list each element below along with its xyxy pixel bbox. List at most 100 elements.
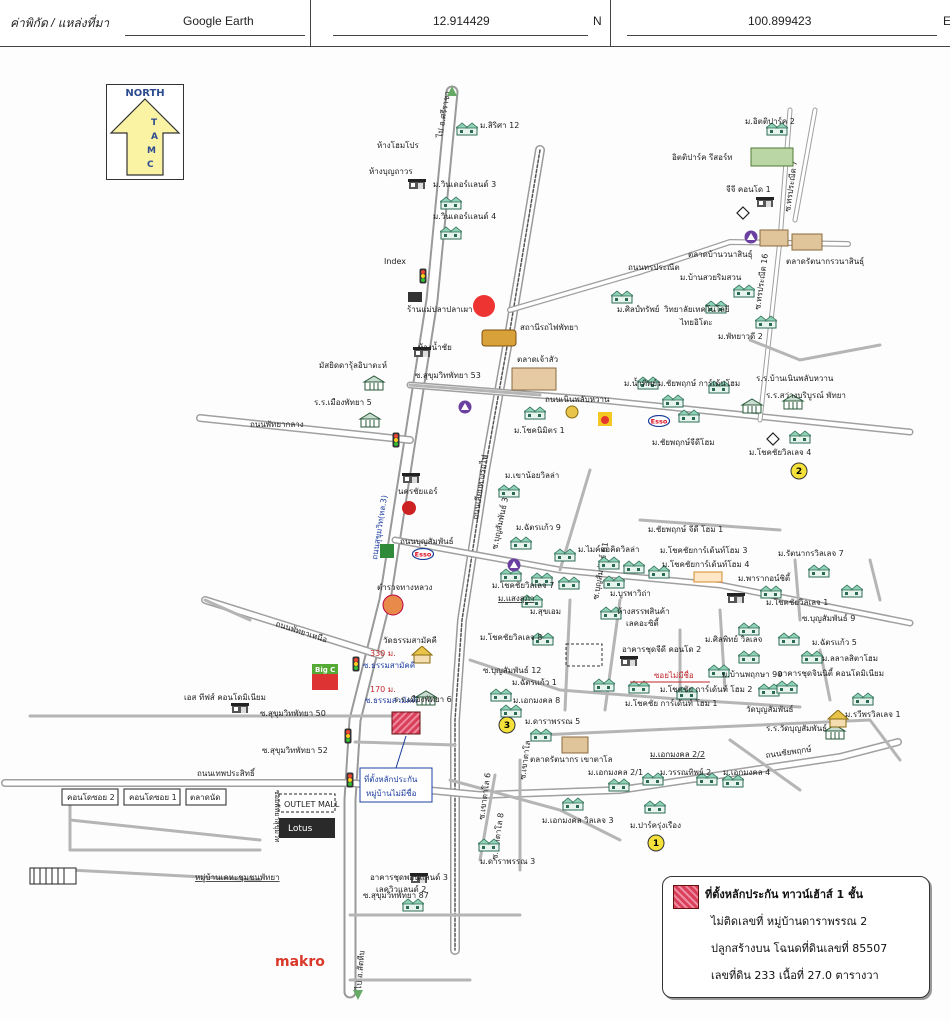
label-chaiyapruek-garden: ม.ชัยพฤกษ์ การ์เด้นโฮม bbox=[658, 378, 740, 388]
coord-label: ค่าพิกัด / แหล่งที่มา bbox=[10, 16, 110, 30]
traffic-light-icon bbox=[392, 432, 400, 448]
label-chokchai7: ม.โชคชัยวิลเลจ 7 bbox=[492, 580, 554, 590]
soi-thammasamakkhi-label: ซ.ธรรมสามัคคี 8 bbox=[365, 696, 425, 705]
diamond-icon bbox=[736, 206, 750, 220]
label-market-jaosua: ตลาดเจ้าสัว bbox=[517, 355, 558, 364]
house-icon bbox=[558, 576, 580, 590]
soi-52-label: ซ.สุขุมวิทพัทยา 52 bbox=[262, 746, 328, 755]
label-chokchai8: ม.โชคชัยวิลเลจ 8 bbox=[480, 632, 542, 642]
label-chokchai1: ม.โชคชัยวิลเลจ 1 bbox=[766, 597, 828, 607]
label-ekmongkol22: ม.เอกมงคล 2/2 bbox=[650, 750, 705, 759]
longitude-cell: 100.899423 E bbox=[611, 0, 950, 46]
label-silpa: ม.ศิลพิทย์ วิลเลจ bbox=[705, 634, 763, 644]
north-label: NORTH bbox=[125, 88, 164, 99]
label-dara5: ม.ดาราพรรณ 5 bbox=[525, 717, 580, 726]
label-index: Index bbox=[384, 257, 406, 266]
shop-icon bbox=[756, 197, 774, 207]
house-icon bbox=[776, 680, 798, 694]
label-chatkaew1: ม.ฉัตรแก้ว 1 bbox=[512, 678, 557, 687]
nernplubwan-label: ถนนเนินพลับหวาน bbox=[545, 395, 610, 404]
label-ekmongkol4: ม.เอกมงคล 4 bbox=[723, 768, 770, 777]
label-rangnern: ร้านแม่ปลาปลาเผา bbox=[407, 305, 473, 314]
khaotalo-market-photo bbox=[561, 736, 589, 754]
label-homepro: ห้างโฮมโปร bbox=[377, 140, 420, 150]
marker-2: 2 bbox=[796, 467, 802, 477]
property-note-2: หมู่บ้านไม่มีชื่อ bbox=[366, 787, 417, 799]
restaurant-icon bbox=[473, 295, 495, 317]
index-store-icon bbox=[408, 292, 422, 302]
big-c-label: Big C bbox=[315, 666, 335, 674]
number-markers: 2 3 1 bbox=[498, 462, 808, 852]
north-arrow: NORTH T A M C bbox=[106, 84, 184, 180]
market-rattana-photo bbox=[791, 233, 823, 251]
label-wat-boon: วัดบุญสัมพันธ์ bbox=[746, 704, 793, 714]
latitude-dir: N bbox=[593, 14, 602, 28]
north-letter-t: T bbox=[151, 118, 158, 128]
label-khaotalo-market: ตลาดรัตนากร เขาตาโล bbox=[530, 754, 613, 764]
outlet-mall-label: OUTLET MALL bbox=[284, 800, 340, 809]
soi-87-label: ซ.สุขุมวิทพัทยา 87 bbox=[363, 891, 429, 900]
sukhumvit-side-label: ซอยพัทยาสุขุมวิท bbox=[273, 790, 281, 843]
label-itipark-resort: อิตติปาร์ค รีสอร์ท bbox=[672, 152, 733, 162]
house-icon bbox=[500, 568, 522, 582]
road-network bbox=[1, 85, 914, 999]
label-jcondo: จีจี คอนโด 1 bbox=[726, 184, 771, 194]
soi-50-label: ซ.สุขุมวิทพัทยา 50 bbox=[260, 709, 326, 718]
house-icon bbox=[562, 797, 584, 811]
label-mosque: มัสยิดดารุ้ลอิบาดะห์ bbox=[319, 360, 387, 370]
label-market-rattana: ตลาดรัตนากรวนาสินธุ์ bbox=[786, 256, 864, 266]
label-train-station: สถานีรถไฟพัทยา bbox=[520, 323, 578, 332]
place-labels: ม.สิริศา 12 ห้างโฮมโปร ห้างบุญถาวร ม.วิน… bbox=[184, 116, 901, 894]
chaiyapruek-label: ถนนชัยพฤกษ์ bbox=[765, 744, 812, 760]
label-police: ตำรวจทางหลวง bbox=[377, 583, 433, 592]
label-pattaya2: ม.พัทยาวดี 2 bbox=[718, 332, 763, 341]
label-market-wanasin: ตลาดบ้านวนาสินธุ์ bbox=[688, 249, 753, 259]
label-pannarueng: ม.ปาร์ครุ่งเรือง bbox=[630, 820, 681, 830]
label-school-banenern: ร.ร.บ้านเนินพลับหวาน bbox=[756, 374, 834, 383]
source-cell: ค่าพิกัด / แหล่งที่มา Google Earth bbox=[0, 0, 311, 46]
house-icon bbox=[801, 650, 823, 664]
shop-icon bbox=[402, 473, 420, 483]
soi-53-label: ซ.สุขุมวิทพัทยา 53 bbox=[415, 371, 481, 380]
to-sattahip-label: ไป อ.สัตหีบ bbox=[354, 950, 366, 991]
property-note-1: ที่ตั้งหลักประกัน bbox=[364, 773, 418, 784]
marker-1: 1 bbox=[653, 839, 659, 849]
label-chokchai-garden3: ม.โชคชัยการ์เด้นท์โฮม 3 bbox=[660, 545, 747, 555]
label-thamma-170: 170 ม. bbox=[370, 685, 396, 694]
soi-boonsamphan-12-label: ซ.บุญสัมพันธ์ 12 bbox=[483, 665, 541, 675]
north-letter-c: C bbox=[147, 160, 154, 170]
condo-soi-2: คอนโดซอย 2 bbox=[67, 792, 115, 802]
police-icon bbox=[382, 594, 404, 616]
label-chaiyapruek1: ม.ชัยพฤกษ์ จีดี โฮม 1 bbox=[648, 524, 723, 534]
label-boonthavorn: ห้างบุญถาวร bbox=[369, 167, 413, 176]
ptt-gas-station-icon bbox=[507, 558, 521, 572]
diamond-icon bbox=[766, 432, 780, 446]
property-marker bbox=[391, 711, 421, 735]
house-icon bbox=[662, 394, 684, 408]
makro-label: makro bbox=[275, 954, 325, 970]
market-jaosua-photo bbox=[511, 367, 557, 391]
ptt-gas-station-icon bbox=[458, 400, 472, 414]
label-es-condo: เอส ทีฟส์ คอนโดมิเนียม bbox=[184, 692, 266, 702]
esso-gas-station-icon bbox=[648, 415, 670, 427]
traffic-light-icon bbox=[346, 772, 354, 788]
source-underline bbox=[125, 35, 305, 36]
lotus-logo bbox=[279, 818, 335, 838]
label-ekmongkol8: ม.เอกมงคล 8 bbox=[513, 696, 560, 705]
label-wannapa2: ม.วรรณทิพย์ 2 bbox=[660, 767, 711, 777]
label-building-3: อาคารชุดพอนแลนด์ 3 bbox=[370, 872, 448, 882]
longitude-underline bbox=[627, 35, 937, 36]
label-vin4: ม.วินเดอร์แลนด์ 4 bbox=[433, 211, 496, 221]
label-school-muang5: ร.ร.เมืองพัทยา 5 bbox=[314, 398, 372, 407]
soi-boonsamphan-3-label: ซ.บุญสัมพันธ์ 3 bbox=[489, 496, 510, 550]
boonsamphan-label: ถนนบุญสัมพันธ์ bbox=[400, 536, 454, 546]
thepprasit-label: ถนนเทพประสิทธิ์ bbox=[197, 767, 256, 778]
label-chaiyapruek-gd: ม.ชัยพฤกษ์จีดีโฮม bbox=[652, 437, 715, 447]
label-nakhonchai: นครชัยแอร์ bbox=[398, 486, 438, 496]
train-icon bbox=[481, 329, 517, 347]
house-icon bbox=[733, 284, 755, 298]
hometown-block bbox=[29, 867, 77, 885]
label-nakorn1: ม.โชคนิมิตร 1 bbox=[514, 425, 565, 435]
property-swatch bbox=[673, 885, 699, 909]
